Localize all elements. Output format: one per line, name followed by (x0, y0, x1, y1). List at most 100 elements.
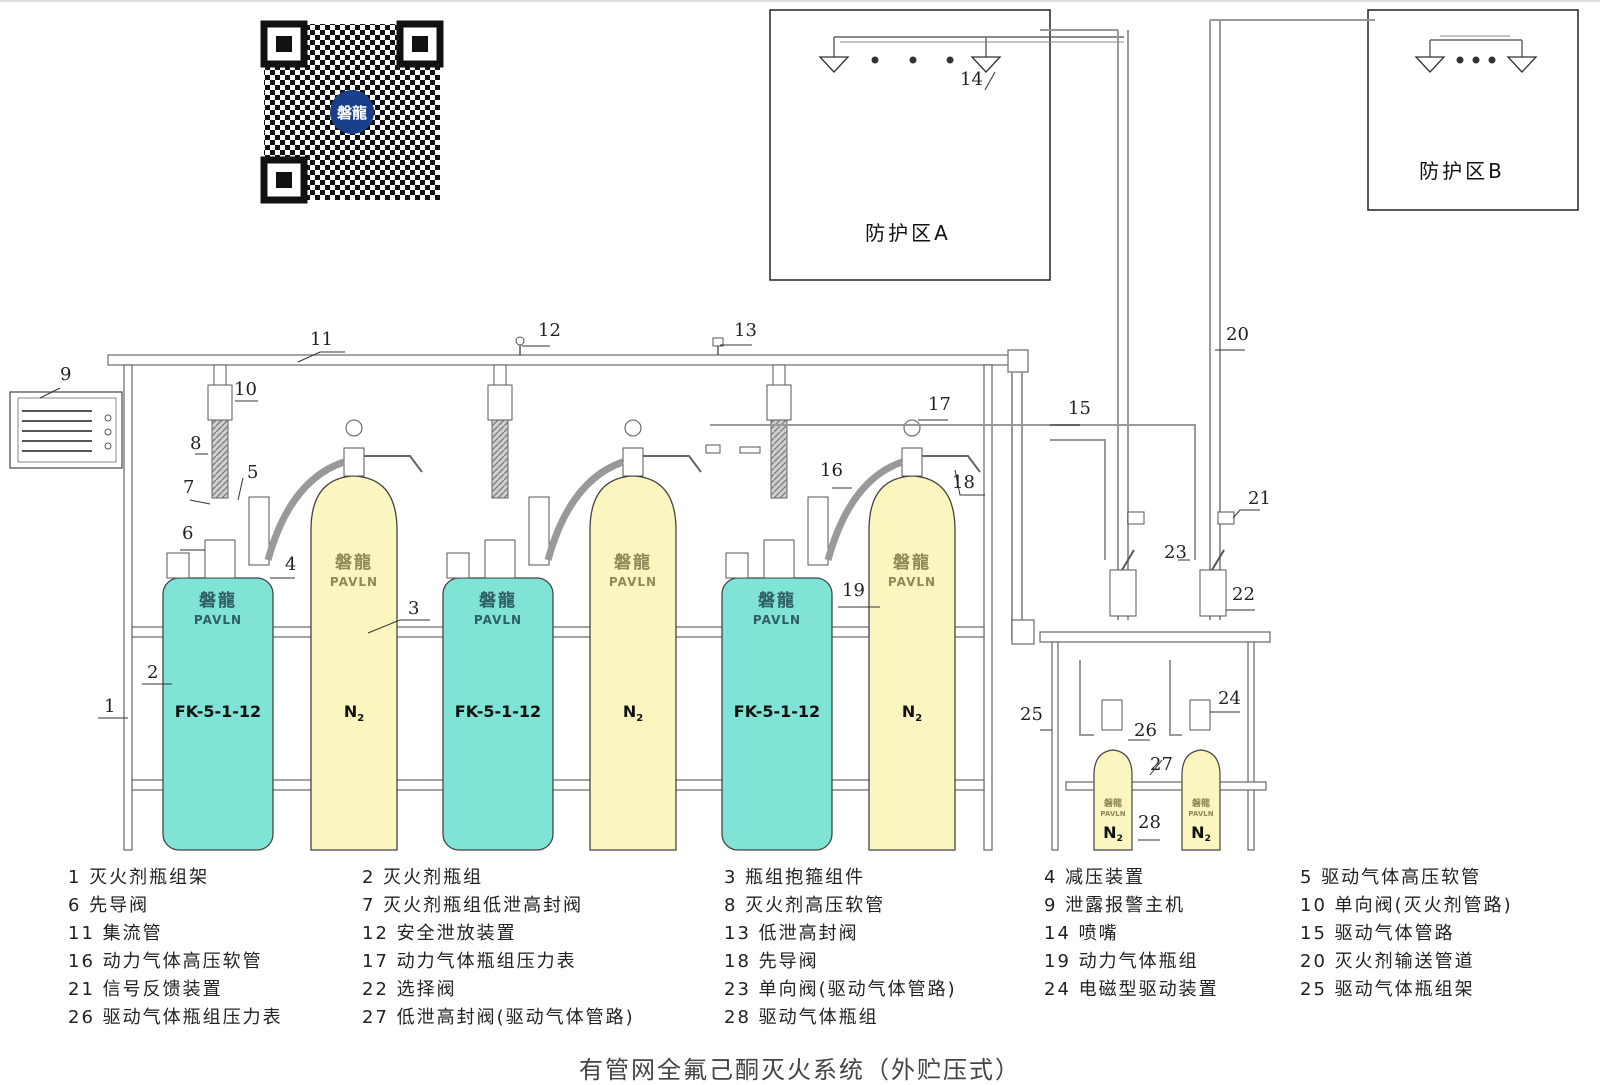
svg-text:FK-5-1-12: FK-5-1-12 (734, 702, 820, 721)
manifold (107, 336, 1035, 645)
svg-text:28: 28 (1138, 812, 1161, 833)
svg-text:6: 6 (182, 523, 193, 544)
agent-cylinder-1: 磐龍 PAVLN FK-5-1-12 (162, 364, 274, 851)
legend-item: 23 单向阀(驱动气体管路) (724, 979, 957, 1000)
legend-item: 21 信号反馈装置 (68, 979, 223, 1000)
legend-item: 11 集流管 (68, 923, 163, 944)
svg-text:PAVLN: PAVLN (609, 575, 657, 589)
svg-text:N2: N2 (623, 702, 643, 724)
svg-text:25: 25 (1020, 704, 1043, 725)
svg-text:磐龍: 磐龍 (334, 552, 373, 573)
delivery-pipes (1040, 19, 1375, 620)
legend-item: 14 喷嘴 (1044, 923, 1119, 944)
legend-item: 18 先导阀 (724, 951, 819, 972)
svg-text:N2: N2 (1191, 823, 1211, 844)
svg-text:26: 26 (1134, 720, 1157, 741)
selector-valve-2 (1199, 511, 1235, 617)
legend-item: 12 安全泄放装置 (362, 923, 517, 944)
svg-text:PAVLN: PAVLN (474, 613, 522, 627)
legend-item: 28 驱动气体瓶组 (724, 1007, 879, 1028)
legend-item: 6 先导阀 (68, 895, 150, 916)
n2-cylinder-3: 磐龍 PAVLN N2 (824, 419, 981, 851)
nozzle-icon (1506, 56, 1538, 73)
svg-text:磐龍: 磐龍 (613, 552, 652, 573)
svg-text:9: 9 (60, 364, 71, 385)
selector-valve-1 (1109, 511, 1145, 617)
svg-text:12: 12 (538, 320, 561, 341)
legend-item: 24 电磁型驱动装置 (1044, 979, 1219, 1000)
svg-text:4: 4 (285, 554, 296, 575)
zone-a-label: 防护区A (865, 221, 951, 245)
svg-text:13: 13 (734, 320, 757, 341)
svg-text:5: 5 (247, 462, 258, 483)
svg-text:磐龍: 磐龍 (892, 552, 931, 573)
svg-text:磐龍: 磐龍 (478, 590, 517, 611)
agent-cylinder-2: 磐龍 PAVLN FK-5-1-12 (442, 364, 554, 851)
drive-cylinder-2: 磐龍 PAVLN N2 (1181, 699, 1221, 851)
legend-item: 4 减压装置 (1044, 867, 1146, 888)
legend-item: 25 驱动气体瓶组架 (1300, 979, 1475, 1000)
legend-item: 27 低泄高封阀(驱动气体管路) (362, 1007, 635, 1028)
qr-code: 磐龍 (260, 20, 444, 204)
agent-cylinder-3: 磐龍 PAVLN FK-5-1-12 (721, 364, 833, 851)
svg-text:17: 17 (928, 394, 951, 415)
svg-text:N2: N2 (902, 702, 922, 724)
svg-text:3: 3 (408, 598, 419, 619)
svg-text:10: 10 (234, 379, 257, 400)
svg-text:15: 15 (1068, 398, 1091, 419)
callouts (39, 71, 1260, 841)
svg-text:PAVLN: PAVLN (194, 613, 242, 627)
legend-item: 17 动力气体瓶组压力表 (362, 951, 577, 972)
svg-text:磐龍: 磐龍 (1191, 797, 1210, 809)
legend-item: 26 驱动气体瓶组压力表 (68, 1007, 283, 1028)
svg-text:16: 16 (820, 460, 843, 481)
drive-cylinder-1: 磐龍 PAVLN N2 (1093, 699, 1133, 851)
svg-text:N2: N2 (344, 702, 364, 724)
system-diagram: 磐龍 防护区A 防护区B (0, 0, 1600, 851)
svg-text:23: 23 (1164, 542, 1187, 563)
legend-item: 7 灭火剂瓶组低泄高封阀 (362, 895, 584, 916)
legend-item: 1 灭火剂瓶组架 (68, 867, 210, 888)
svg-text:11: 11 (310, 329, 333, 350)
legend-item: 2 灭火剂瓶组 (362, 867, 484, 888)
n2-cylinder-1: 磐龍 PAVLN N2 (264, 419, 423, 851)
n2-cylinder-2: 磐龍 PAVLN N2 (544, 419, 702, 851)
svg-text:磐龍: 磐龍 (198, 590, 237, 611)
svg-text:2: 2 (147, 662, 158, 683)
svg-text:18: 18 (952, 472, 975, 493)
callout-labels: 1 2 3 4 5 6 7 8 9 10 11 12 13 14 15 16 1… (60, 69, 1271, 833)
legend-item: 8 灭火剂高压软管 (724, 895, 886, 916)
nozzle-icon (1414, 56, 1446, 73)
svg-text:FK-5-1-12: FK-5-1-12 (175, 702, 261, 721)
nozzle-icon (818, 56, 850, 73)
svg-text:PAVLN: PAVLN (330, 575, 378, 589)
svg-text:21: 21 (1248, 488, 1271, 509)
svg-text:磐龍: 磐龍 (757, 590, 796, 611)
svg-text:PAVLN: PAVLN (1100, 810, 1125, 818)
svg-text:19: 19 (842, 580, 865, 601)
diagram-caption: 有管网全氟己酮灭火系统（外贮压式） (579, 1056, 1021, 1084)
svg-text:22: 22 (1232, 584, 1255, 605)
qr-logo: 磐龍 (336, 104, 367, 122)
legend-item: 5 驱动气体高压软管 (1300, 867, 1482, 888)
svg-text:FK-5-1-12: FK-5-1-12 (455, 702, 541, 721)
svg-text:24: 24 (1218, 688, 1241, 709)
nozzle-icon (970, 56, 1002, 73)
legend-item: 13 低泄高封阀 (724, 923, 859, 944)
drive-gas-line (710, 424, 1196, 560)
legend-item: 10 单向阀(灭火剂管路) (1300, 895, 1513, 916)
leak-alarm-host (9, 391, 123, 469)
legend-item: 3 瓶组抱箍组件 (724, 867, 866, 888)
legend-item: 16 动力气体高压软管 (68, 951, 263, 972)
svg-text:磐龍: 磐龍 (1103, 797, 1122, 809)
svg-text:27: 27 (1150, 754, 1173, 775)
protection-zone-a: 防护区A (769, 9, 1124, 281)
svg-text:7: 7 (183, 477, 194, 498)
svg-text:14: 14 (960, 69, 983, 90)
legend-item: 15 驱动气体管路 (1300, 923, 1455, 944)
svg-text:N2: N2 (1103, 823, 1123, 844)
agent-rack (123, 364, 993, 851)
legend-item: 9 泄露报警主机 (1044, 895, 1186, 916)
svg-text:PAVLN: PAVLN (1188, 810, 1213, 818)
legend-item: 19 动力气体瓶组 (1044, 951, 1199, 972)
